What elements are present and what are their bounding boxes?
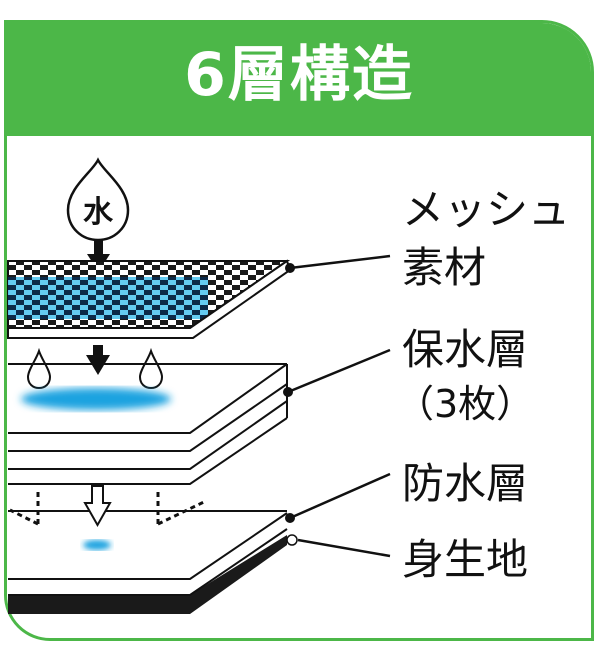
leader-dots — [283, 263, 298, 546]
down-arrow-icon — [86, 345, 110, 375]
label-mesh-line2: 素材 — [402, 243, 487, 292]
diagram-frame: 6層構造 — [4, 20, 594, 641]
water-drop-icon: 水 — [66, 157, 130, 242]
fabric-layer — [8, 528, 288, 614]
title-banner: 6層構造 — [7, 23, 591, 136]
waterproof-layer — [8, 510, 288, 580]
blocked-arrow-icon — [83, 485, 112, 528]
leader-lines — [287, 254, 391, 558]
label-mesh-line1: メッシュ — [402, 185, 571, 234]
mesh-layer — [7, 259, 292, 339]
label-waterproof: 防水層 — [402, 459, 529, 508]
diagram-title: 6層構造 — [184, 40, 414, 110]
water-droplet-icon — [26, 347, 52, 390]
label-water-retention: 保水層 — [402, 325, 529, 374]
water-droplet-icon — [138, 347, 164, 390]
water-retention-layer — [8, 363, 288, 485]
svg-text:水: 水 — [83, 195, 114, 230]
label-water-retention-count: （3枚） — [396, 382, 535, 426]
label-fabric: 身生地 — [402, 535, 529, 584]
